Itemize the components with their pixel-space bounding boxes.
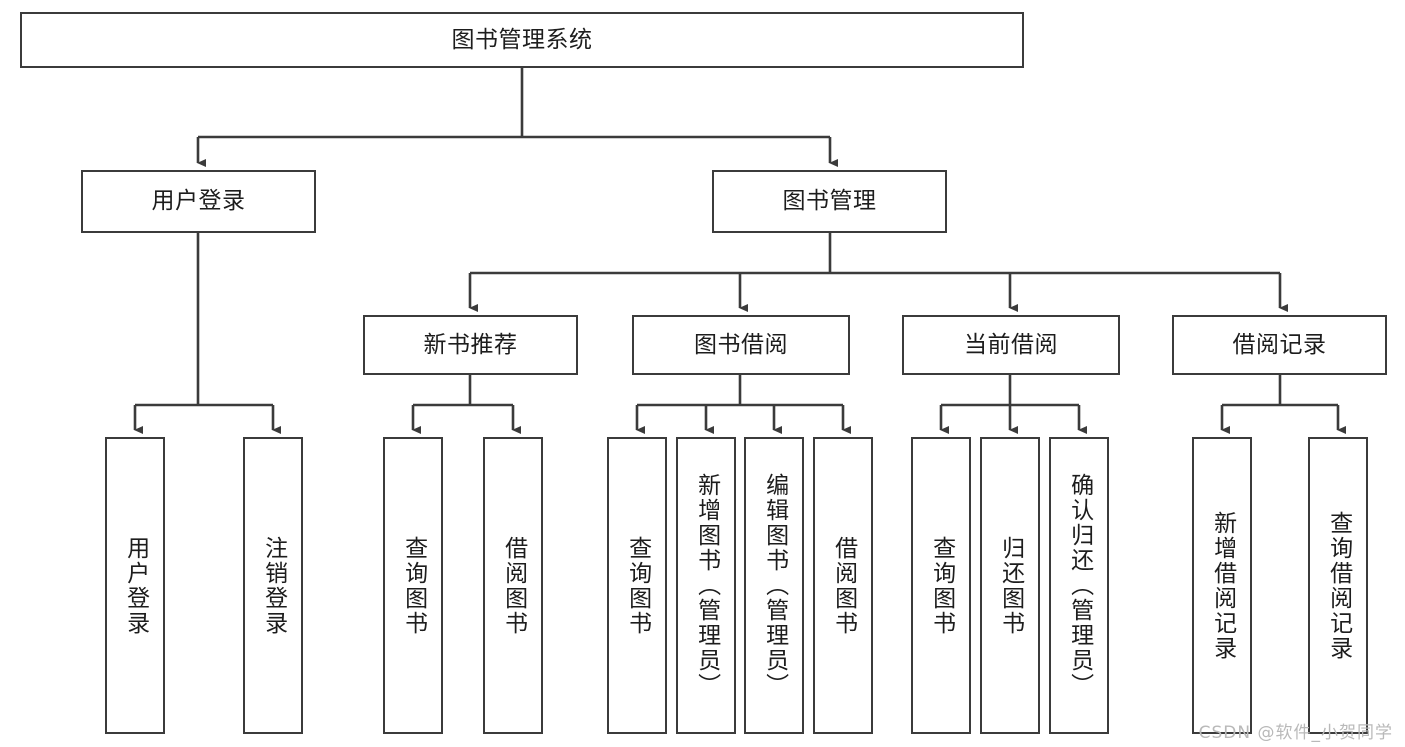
node-leaf-return-book[interactable]: 归还图书: [980, 437, 1040, 734]
node-label: 借阅图书: [500, 535, 527, 636]
node-label: 查询图书: [928, 535, 955, 636]
node-label: 新增图书（管理员）: [693, 473, 720, 698]
node-leaf-confirm-return-admin[interactable]: 确认归还（管理员）: [1049, 437, 1109, 734]
node-label: 借阅记录: [1232, 331, 1327, 358]
node-label: 当前借阅: [964, 331, 1058, 358]
node-user-login[interactable]: 用户登录: [81, 170, 316, 233]
node-label: 新书推荐: [423, 331, 518, 358]
node-leaf-logout[interactable]: 注销登录: [243, 437, 303, 734]
node-leaf-borrow-book[interactable]: 借阅图书: [813, 437, 873, 734]
node-leaf-current-query-book[interactable]: 查询图书: [911, 437, 971, 734]
node-label: 查询图书: [624, 535, 651, 636]
node-label: 图书管理: [782, 188, 877, 215]
node-leaf-add-book-admin[interactable]: 新增图书（管理员）: [676, 437, 736, 734]
node-leaf-new-book-borrow[interactable]: 借阅图书: [483, 437, 543, 734]
node-borrow-record[interactable]: 借阅记录: [1172, 315, 1387, 375]
node-current-borrow[interactable]: 当前借阅: [902, 315, 1120, 375]
node-leaf-edit-book-admin[interactable]: 编辑图书（管理员）: [744, 437, 804, 734]
node-label: 图书借阅: [694, 331, 788, 358]
node-leaf-new-book-query[interactable]: 查询图书: [383, 437, 443, 734]
node-book-management[interactable]: 图书管理: [712, 170, 947, 233]
node-label: 查询图书: [400, 535, 427, 636]
node-leaf-add-borrow-record[interactable]: 新增借阅记录: [1192, 437, 1252, 734]
node-new-book-recommend[interactable]: 新书推荐: [363, 315, 578, 375]
node-label: 用户登录: [151, 188, 246, 215]
node-leaf-borrow-query-book[interactable]: 查询图书: [607, 437, 667, 734]
node-book-borrow[interactable]: 图书借阅: [632, 315, 850, 375]
node-leaf-query-borrow-record[interactable]: 查询借阅记录: [1308, 437, 1368, 734]
node-label: 图书管理系统: [451, 26, 593, 53]
node-label: 确认归还（管理员）: [1066, 473, 1093, 698]
node-label: 借阅图书: [830, 535, 857, 636]
node-label: 编辑图书（管理员）: [761, 473, 788, 698]
node-leaf-user-login[interactable]: 用户登录: [105, 437, 165, 734]
node-label: 新增借阅记录: [1209, 510, 1236, 661]
node-label: 查询借阅记录: [1325, 510, 1352, 661]
node-label: 注销登录: [260, 535, 287, 636]
node-label: 归还图书: [997, 535, 1024, 636]
node-label: 用户登录: [122, 535, 149, 636]
node-root-book-management-system[interactable]: 图书管理系统: [20, 12, 1024, 68]
csdn-watermark: CSDN @软件_小贺同学: [1198, 723, 1393, 743]
